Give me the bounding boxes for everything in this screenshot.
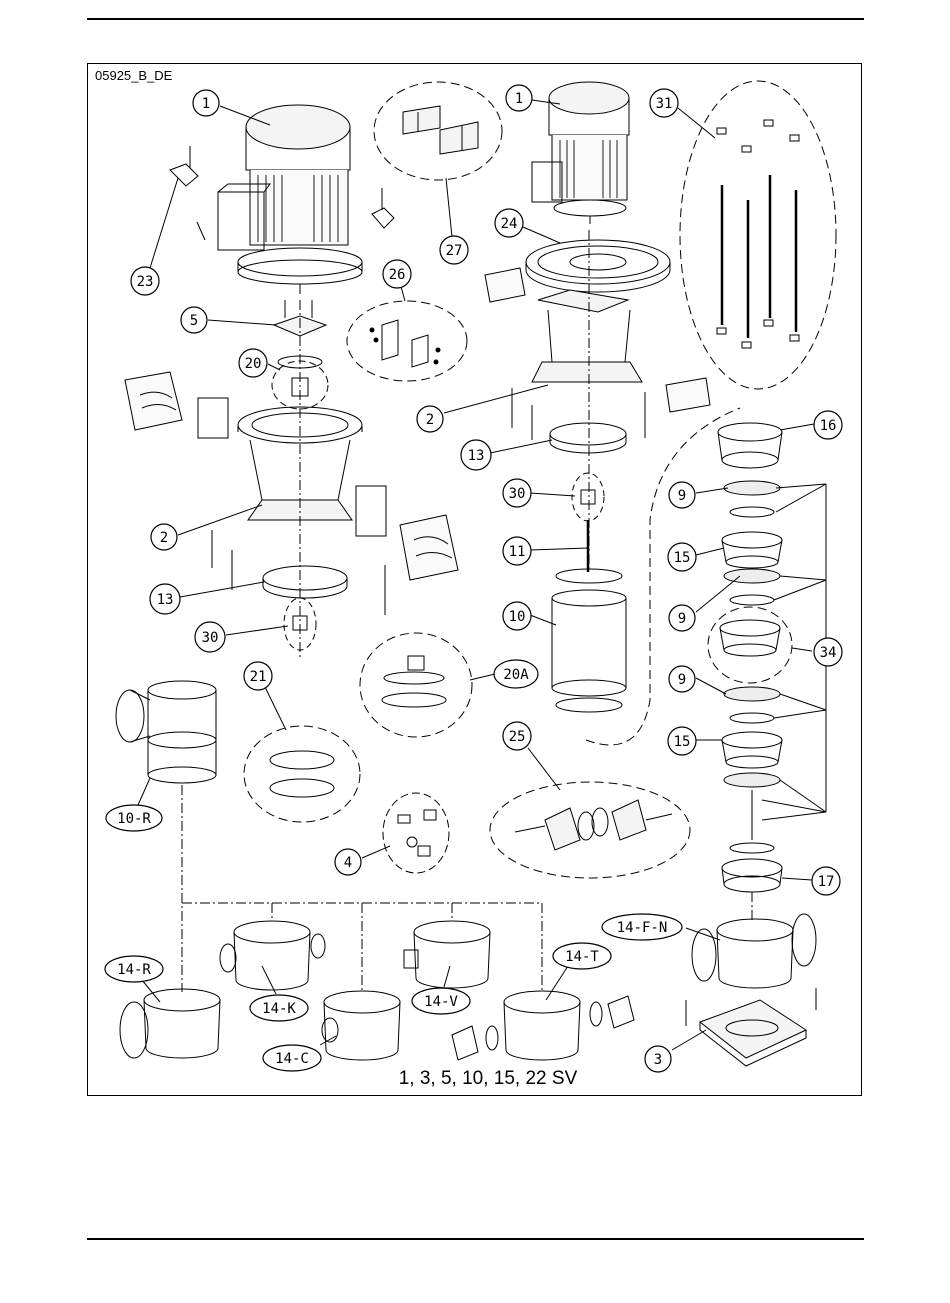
svg-text:15: 15	[674, 550, 691, 566]
svg-text:10: 10	[509, 609, 526, 625]
callout-1-right: 1	[506, 85, 532, 111]
svg-text:4: 4	[344, 855, 352, 871]
callout-16: 16	[814, 411, 842, 439]
svg-text:14-R: 14-R	[117, 962, 151, 978]
svg-text:2: 2	[160, 530, 168, 546]
motor-left	[170, 105, 394, 294]
callout-25: 25	[503, 722, 531, 750]
svg-text:1: 1	[202, 96, 210, 112]
svg-text:13: 13	[468, 448, 485, 464]
callout-14-C: 14-C	[263, 1045, 321, 1071]
callout-20: 20	[239, 349, 267, 377]
svg-text:27: 27	[446, 243, 463, 259]
base-14-K	[220, 921, 325, 990]
base-14-T	[452, 991, 634, 1060]
svg-text:13: 13	[157, 592, 174, 608]
svg-text:2: 2	[426, 412, 434, 428]
leader-lines	[138, 100, 814, 1050]
callout-14-V: 14-V	[412, 988, 470, 1014]
callout-26: 26	[383, 260, 411, 288]
callout-10-R: 10-R	[106, 805, 162, 831]
svg-text:3: 3	[654, 1052, 662, 1068]
svg-text:15: 15	[674, 734, 691, 750]
callout-1-left: 1	[193, 90, 219, 116]
group-27-coupling-guards	[374, 82, 502, 180]
svg-text:14-C: 14-C	[275, 1051, 309, 1067]
base-14-R	[120, 989, 220, 1058]
svg-text:23: 23	[137, 274, 154, 290]
svg-text:14-V: 14-V	[424, 994, 458, 1010]
svg-text:16: 16	[820, 418, 837, 434]
callout-13-lower: 13	[150, 584, 180, 614]
svg-text:24: 24	[501, 216, 518, 232]
callout-17: 17	[812, 867, 840, 895]
callout-9-second: 9	[669, 605, 695, 631]
svg-text:9: 9	[678, 488, 686, 504]
svg-text:5: 5	[190, 313, 198, 329]
svg-text:26: 26	[389, 267, 406, 283]
svg-text:21: 21	[250, 669, 267, 685]
callout-31: 31	[650, 89, 678, 117]
group-21-seal-kit	[244, 726, 360, 822]
svg-text:34: 34	[820, 645, 837, 661]
callout-9-first: 9	[669, 482, 695, 508]
callout-14-T: 14-T	[553, 943, 611, 969]
svg-text:14-F-N: 14-F-N	[617, 920, 668, 936]
group-26-guard-hardware	[347, 301, 467, 381]
svg-text:20: 20	[245, 356, 262, 372]
svg-text:9: 9	[678, 611, 686, 627]
callout-4: 4	[335, 849, 361, 875]
callout-9-third: 9	[669, 666, 695, 692]
callout-14-F-N: 14-F-N	[602, 914, 682, 940]
svg-text:31: 31	[656, 96, 673, 112]
svg-text:25: 25	[509, 729, 526, 745]
group-4-plugs	[383, 793, 449, 873]
svg-text:30: 30	[509, 486, 526, 502]
outer-sleeve-10-R	[116, 681, 216, 783]
group-20A-seal-kit	[360, 633, 472, 737]
base-14-F-N	[692, 914, 816, 988]
callout-27: 27	[440, 236, 468, 264]
callout-15-second: 15	[668, 727, 696, 755]
callout-30-upper: 30	[503, 479, 531, 507]
svg-text:17: 17	[818, 874, 835, 890]
callout-11: 11	[503, 537, 531, 565]
callout-3: 3	[645, 1046, 671, 1072]
callout-10: 10	[503, 602, 531, 630]
svg-text:11: 11	[509, 544, 526, 560]
svg-text:9: 9	[678, 672, 686, 688]
svg-text:20A: 20A	[503, 667, 529, 683]
callout-2-upper: 2	[417, 406, 443, 432]
base-14-C	[322, 991, 400, 1060]
callout-15-first: 15	[668, 543, 696, 571]
svg-text:14-T: 14-T	[565, 949, 599, 965]
callout-13-upper: 13	[461, 440, 491, 470]
callout-24: 24	[495, 209, 523, 237]
group-25-victaulic-kit	[490, 782, 690, 878]
callout-14-R: 14-R	[105, 956, 163, 982]
svg-text:10-R: 10-R	[117, 811, 151, 827]
svg-text:1: 1	[515, 91, 523, 107]
callout-14-K: 14-K	[250, 995, 308, 1021]
svg-text:14-K: 14-K	[262, 1001, 296, 1017]
callout-2-lower: 2	[151, 524, 177, 550]
svg-text:30: 30	[202, 630, 219, 646]
group-31-tie-rods	[680, 81, 836, 389]
base-plate-3	[686, 988, 816, 1066]
motor-right	[532, 82, 629, 224]
callout-20A: 20A	[494, 660, 538, 688]
adapter-plate-24	[526, 240, 670, 292]
callout-23: 23	[131, 267, 159, 295]
callout-34: 34	[814, 638, 842, 666]
callout-5: 5	[181, 307, 207, 333]
callout-30-lower: 30	[195, 622, 225, 652]
callout-21: 21	[244, 662, 272, 690]
